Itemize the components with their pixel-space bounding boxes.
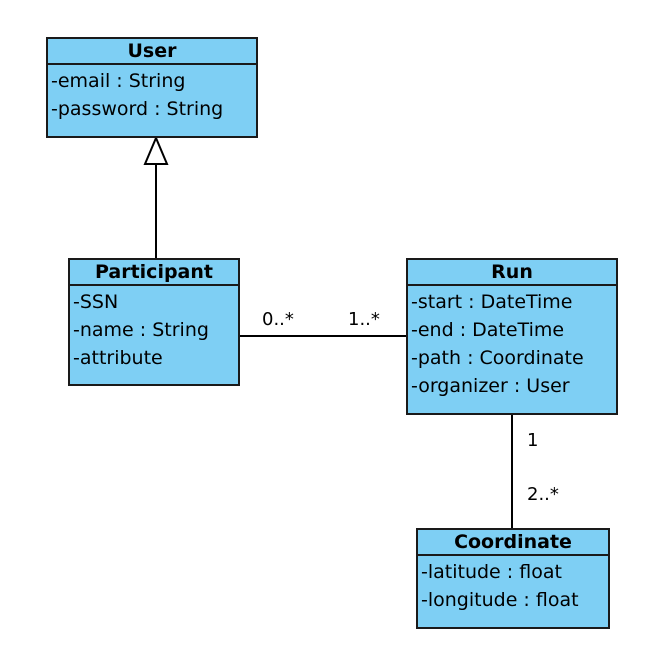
multiplicity-run-coordinate-coordinate-end: 2..* [527,484,559,505]
multiplicity-run-coordinate-run-end: 1 [527,430,539,451]
class-run-name: Run [408,260,616,286]
class-run-attributes: -start : DateTime -end : DateTime -path … [408,286,616,404]
attribute: -path : Coordinate [411,347,584,369]
attribute: -end : DateTime [411,319,565,341]
class-coordinate-attributes: -latitude : float -longitude : float [418,556,608,618]
class-participant[interactable]: Participant -SSN -name : String -attribu… [68,258,240,386]
attribute: -attribute [73,347,163,369]
attribute: -start : DateTime [411,291,573,313]
class-participant-attributes: -SSN -name : String -attribute [70,286,238,376]
attribute: -email : String [51,70,186,92]
class-coordinate[interactable]: Coordinate -latitude : float -longitude … [416,528,610,629]
attribute: -longitude : float [421,589,579,611]
attribute: -latitude : float [421,561,562,583]
inheritance-arrowhead-icon [143,135,169,165]
attribute: -organizer : User [411,375,570,397]
class-coordinate-name: Coordinate [418,530,608,556]
attribute: -SSN [73,291,119,313]
multiplicity-run-end: 1..* [348,309,380,330]
class-participant-name: Participant [70,260,238,286]
attribute: -name : String [73,319,209,341]
class-run[interactable]: Run -start : DateTime -end : DateTime -p… [406,258,618,415]
class-user-attributes: -email : String -password : String [48,65,256,127]
multiplicity-participant-end: 0..* [262,309,294,330]
attribute: -password : String [51,98,224,120]
class-user-name: User [48,39,256,65]
class-user[interactable]: User -email : String -password : String [46,37,258,138]
